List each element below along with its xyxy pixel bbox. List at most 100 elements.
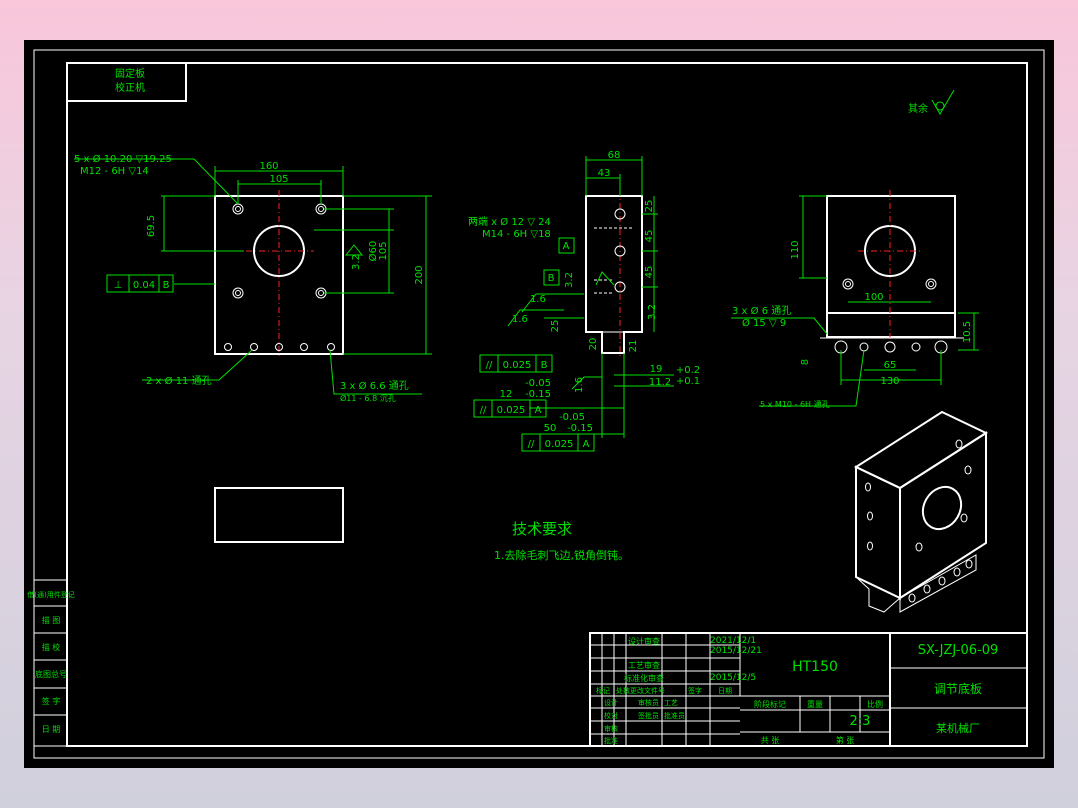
tb-part-name: 调节底板 [934, 681, 982, 696]
tb-row-label-2: 处数 [616, 686, 630, 695]
tb-sheets-total: 共 张 [761, 736, 780, 745]
side-callout-2: M14 - 6H ▽18 [482, 229, 551, 240]
perp-datum: B [163, 280, 170, 291]
top-callout-3: 5 x M10 - 6H 通孔 [760, 399, 830, 409]
dim-25: 25 [644, 200, 655, 213]
dim-19: 19 [650, 364, 663, 375]
datum-a: A [563, 241, 570, 252]
tb-date-2: 2015/12/21 [710, 646, 762, 656]
hole-callout-2: M12 - 6H ▽14 [80, 166, 149, 177]
dim-43: 43 [598, 168, 611, 179]
tol-50-upper: -0.05 [559, 412, 585, 423]
tb-approve-label: 标准化审查 [624, 673, 664, 683]
dim-d60: Ø60 [367, 241, 379, 262]
par2-symbol: // [480, 405, 487, 416]
dim-8: 8 [800, 359, 811, 365]
tb-date-1: 2021/12/1 [710, 636, 756, 646]
empty-label-box [214, 487, 344, 543]
dim-45-a: 45 [644, 230, 655, 243]
par2-value: 0.025 [497, 405, 526, 416]
tb-name-4: 工艺 [664, 699, 678, 707]
tol-19-lower: +0.1 [676, 376, 700, 387]
strip-label-2: 描 图 [42, 615, 61, 625]
corner-label-box [66, 62, 187, 102]
tb-name-3: 批准员 [664, 711, 685, 720]
dim-25-b: 25 [550, 320, 561, 333]
tol-19-upper: +0.2 [676, 365, 700, 376]
tb-col-label-1: 设计 [604, 698, 618, 707]
dim-21: 21 [628, 340, 639, 353]
top-callout-1: 3 x Ø 6 通孔 [732, 305, 791, 317]
roughness-3-2: 3.2 [351, 254, 362, 270]
tb-col-label-3: 审核 [604, 724, 618, 733]
left-strip [33, 579, 68, 747]
tol-50-lower: -0.15 [567, 423, 593, 434]
roughness-3-2-a: 3.2 [564, 272, 575, 288]
corner-label-line1: 固定板 [115, 67, 145, 80]
dim-160: 160 [259, 161, 278, 172]
par3-value: 0.025 [545, 439, 574, 450]
perp-symbol: ⊥ [114, 280, 123, 291]
roughness-note: 其余 [908, 102, 928, 115]
datum-b: B [548, 273, 555, 284]
tech-req-title: 技术要求 [512, 520, 572, 538]
strip-label-1: 借(通)用件登记 [27, 590, 74, 599]
front-view [74, 158, 432, 395]
roughness-symbol-icon [931, 89, 955, 115]
dim-65: 65 [884, 360, 897, 371]
dim-105-vertical: 105 [378, 241, 389, 260]
top-view [731, 190, 979, 407]
tb-name-1: 审核员 [638, 698, 659, 707]
dim-50: 50 [544, 423, 557, 434]
tb-scale: 2:3 [850, 714, 871, 729]
dim-10-5: 10.5 [962, 321, 973, 343]
par3-symbol: // [528, 439, 535, 450]
hole-callout-1: 5 x Ø 10.20 ▽19.25 [74, 153, 172, 165]
dim-110: 110 [790, 240, 801, 259]
roughness-1-6-a: 1.6 [530, 294, 546, 305]
dim-200: 200 [414, 265, 425, 284]
bottom-callout-right-2: Ø11 - 6.8 沉孔 [340, 393, 396, 403]
dim-68: 68 [608, 150, 621, 161]
tech-req-item-1: 1.去除毛刺飞边,锐角倒钝。 [494, 548, 629, 562]
bottom-callout-left: 2 x Ø 11 通孔 [146, 375, 212, 387]
roughness-3-2-b: 3.2 [647, 304, 658, 320]
strip-label-6: 日 期 [42, 725, 61, 734]
roughness-1-6-c: 1.6 [574, 377, 585, 393]
par2-datum: A [535, 405, 542, 416]
dim-11-2: 11.2 [649, 377, 671, 388]
dim-69-5: 69.5 [146, 215, 157, 237]
bottom-callout-right-1: 3 x Ø 6.6 通孔 [340, 380, 409, 392]
drawing-sheet: 固定板 校正机 其余 160 105 5 x Ø 10.20 ▽19.25 M1… [24, 40, 1054, 768]
tb-col-label-2: 校对 [604, 711, 618, 720]
roughness-circle-icon [935, 101, 945, 111]
strip-label-5: 签 字 [42, 696, 61, 706]
tb-std-label: 工艺审查 [628, 660, 660, 670]
par1-value: 0.025 [503, 360, 532, 371]
tb-drawing-no: SX-JZJ-06-09 [918, 643, 999, 658]
strip-label-3: 描 校 [42, 642, 61, 652]
outer-frame [33, 49, 1045, 759]
tb-name-2: 签批员 [638, 711, 659, 720]
roughness-1-6-b: 1.6 [512, 314, 528, 325]
tb-col-mark-2: 重量 [807, 699, 823, 709]
tb-col-label-4: 批准 [604, 736, 618, 745]
dim-45-b: 45 [644, 266, 655, 279]
top-callout-2: Ø 15 ▽ 9 [742, 317, 786, 329]
perp-value: 0.04 [133, 280, 155, 291]
tb-company: 某机械厂 [936, 721, 980, 735]
side-callout-1: 两端 x Ø 12 ▽ 24 [468, 215, 551, 228]
tol-12-upper: -0.05 [525, 378, 551, 389]
cad-drawing: 固定板 校正机 其余 160 105 5 x Ø 10.20 ▽19.25 M1… [27, 49, 1045, 759]
side-view [473, 156, 674, 452]
tb-col-mark-1: 阶段标记 [754, 699, 786, 709]
dim-12: 12 [500, 389, 513, 400]
tb-designer-label: 设计审查 [628, 636, 660, 646]
tb-row-label-4: 签字 [688, 686, 702, 695]
tb-row-label-1: 标记 [596, 686, 610, 695]
dim-20: 20 [588, 338, 599, 351]
strip-label-4: 底图总号 [35, 669, 67, 679]
tb-material: HT150 [792, 659, 838, 675]
tb-row-label-3: 更改文件号 [630, 686, 665, 695]
tb-row-label-5: 日期 [718, 687, 732, 695]
